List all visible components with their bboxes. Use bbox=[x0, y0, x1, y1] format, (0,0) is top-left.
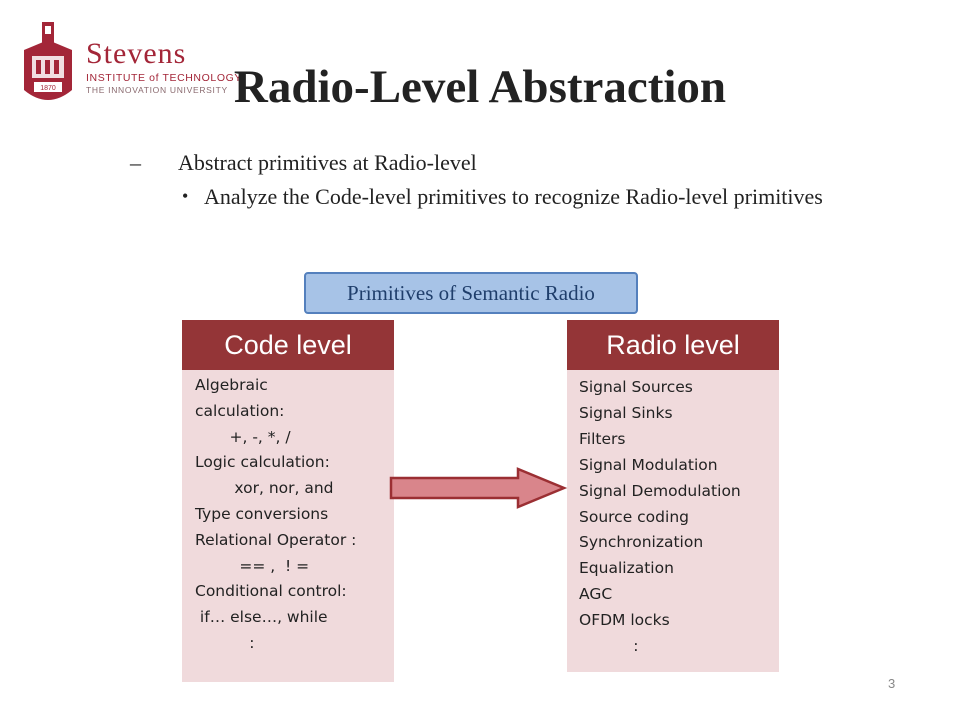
radio-level-panel bbox=[567, 368, 779, 672]
list-item: Source coding bbox=[579, 507, 689, 526]
logo-tagline: THE INNOVATION UNIVERSITY bbox=[86, 85, 228, 95]
radio-level-list: Signal Sources Signal Sinks Filters Sign… bbox=[579, 375, 741, 660]
list-item: Signal Modulation bbox=[579, 455, 718, 474]
bullet-text: Abstract primitives at Radio-level bbox=[178, 150, 477, 175]
stevens-logo: 1870 Stevens INSTITUTE of TECHNOLOGY THE… bbox=[20, 20, 241, 120]
bullet-marker: • bbox=[182, 186, 189, 206]
list-item: Signal Demodulation bbox=[579, 481, 741, 500]
list-item: OFDM locks bbox=[579, 611, 670, 630]
list-item: Algebraic bbox=[195, 376, 268, 394]
bullet-text: Analyze the Code-level primitives to rec… bbox=[204, 184, 823, 209]
list-item: if… else…, while bbox=[195, 608, 328, 627]
bullet-item-level2: • Analyze the Code-level primitives to r… bbox=[156, 184, 850, 210]
code-level-header: Code level bbox=[182, 320, 394, 370]
list-item: : bbox=[195, 633, 255, 652]
list-item: : bbox=[579, 637, 639, 656]
list-item: xor, nor, and bbox=[195, 479, 334, 498]
list-item: +, -, *, / bbox=[195, 427, 291, 446]
bullet-list: – Abstract primitives at Radio-level • A… bbox=[130, 150, 850, 210]
dash-marker: – bbox=[130, 150, 141, 175]
list-item: Signal Sources bbox=[579, 378, 693, 396]
radio-level-header: Radio level bbox=[567, 320, 779, 370]
list-item: Relational Operator : bbox=[195, 530, 357, 549]
list-item: calculation: bbox=[195, 401, 285, 420]
code-level-list: Algebraic calculation: +, -, *, / Logic … bbox=[195, 373, 356, 657]
right-arrow-icon bbox=[389, 467, 568, 509]
list-item: AGC bbox=[579, 585, 613, 604]
list-item: Synchronization bbox=[579, 533, 704, 552]
svg-text:1870: 1870 bbox=[40, 85, 56, 92]
list-item: Type conversions bbox=[195, 504, 329, 523]
list-item: Filters bbox=[579, 429, 626, 448]
university-seal-icon bbox=[24, 22, 72, 100]
list-item: Logic calculation: bbox=[195, 453, 330, 472]
bullet-item-level1: – Abstract primitives at Radio-level bbox=[130, 150, 850, 176]
primitives-banner: Primitives of Semantic Radio bbox=[304, 272, 638, 314]
logo-name: Stevens bbox=[86, 37, 187, 70]
logo-subtitle: INSTITUTE of TECHNOLOGY bbox=[86, 72, 242, 84]
page-number: 3 bbox=[888, 676, 896, 691]
list-item: Signal Sinks bbox=[579, 403, 673, 422]
logo-wordmark: Stevens INSTITUTE of TECHNOLOGY THE INNO… bbox=[86, 37, 242, 96]
code-level-panel bbox=[182, 368, 394, 682]
list-item: Conditional control: bbox=[195, 582, 347, 601]
list-item: == , ! = bbox=[195, 556, 310, 575]
list-item: Equalization bbox=[579, 559, 674, 578]
seal-year-text: 1870 bbox=[40, 85, 56, 92]
slide-title: Radio-Level Abstraction bbox=[233, 61, 727, 113]
